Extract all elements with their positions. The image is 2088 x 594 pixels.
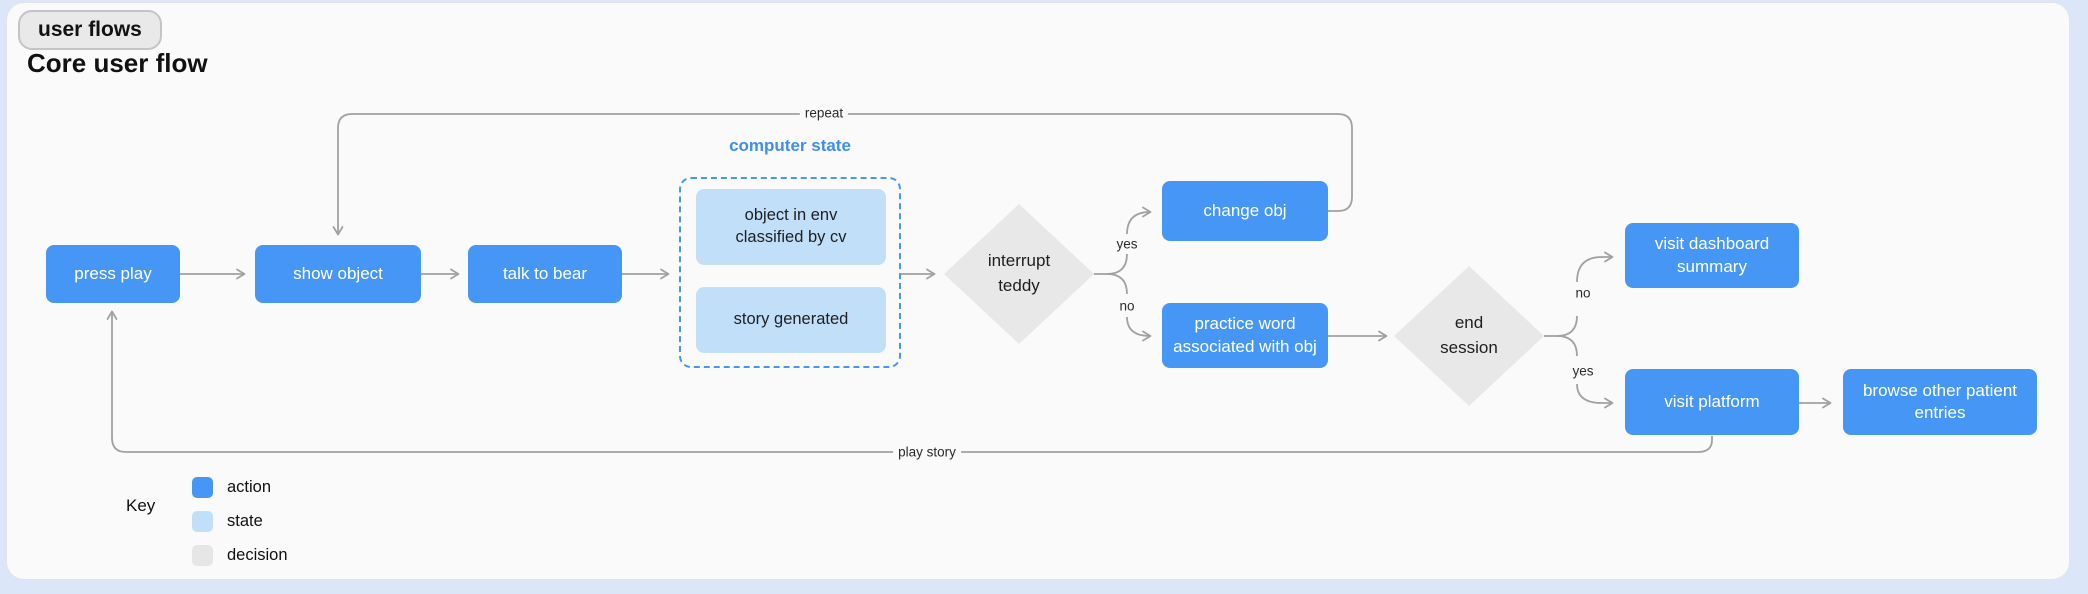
key-title: Key: [126, 496, 156, 515]
page-title: Core user flow: [27, 48, 208, 78]
node-story-generated[interactable]: story generated: [696, 287, 886, 353]
user-flows-badge[interactable]: user flows: [18, 10, 162, 50]
computer-state-group-label: computer state: [729, 136, 851, 155]
node-browse-entries[interactable]: browse other patient entries: [1843, 369, 2037, 435]
edge-label-play-story: play story: [893, 443, 961, 461]
computer-state-group[interactable]: [679, 177, 901, 368]
key-label-state: state: [227, 512, 263, 530]
node-practice-word[interactable]: practice word associated with obj: [1162, 303, 1328, 368]
node-change-obj[interactable]: change obj: [1162, 181, 1328, 241]
key-swatch-decision: [192, 545, 213, 566]
edge-label-end-no: no: [1570, 284, 1596, 302]
edge-label-interrupt-yes: yes: [1111, 235, 1143, 253]
node-object-in-env[interactable]: object in env classified by cv: [696, 189, 886, 265]
edge-label-repeat: repeat: [799, 104, 849, 122]
key-label-action: action: [227, 478, 272, 496]
key-swatch-state: [192, 511, 213, 532]
decision-interrupt-teddy-label: interrupt teddy: [987, 251, 1051, 295]
node-talk-to-bear[interactable]: talk to bear: [468, 245, 622, 303]
edge-label-interrupt-no: no: [1114, 297, 1140, 315]
edge-label-end-yes: yes: [1567, 362, 1599, 380]
node-visit-platform[interactable]: visit platform: [1625, 369, 1799, 435]
node-press-play[interactable]: press play: [46, 245, 180, 303]
node-show-object[interactable]: show object: [255, 245, 421, 303]
decision-end-session-label: end session: [1440, 313, 1498, 357]
key-label-decision: decision: [227, 546, 288, 564]
key-swatch-action: [192, 477, 213, 498]
node-visit-dashboard[interactable]: visit dashboard summary: [1625, 223, 1799, 288]
